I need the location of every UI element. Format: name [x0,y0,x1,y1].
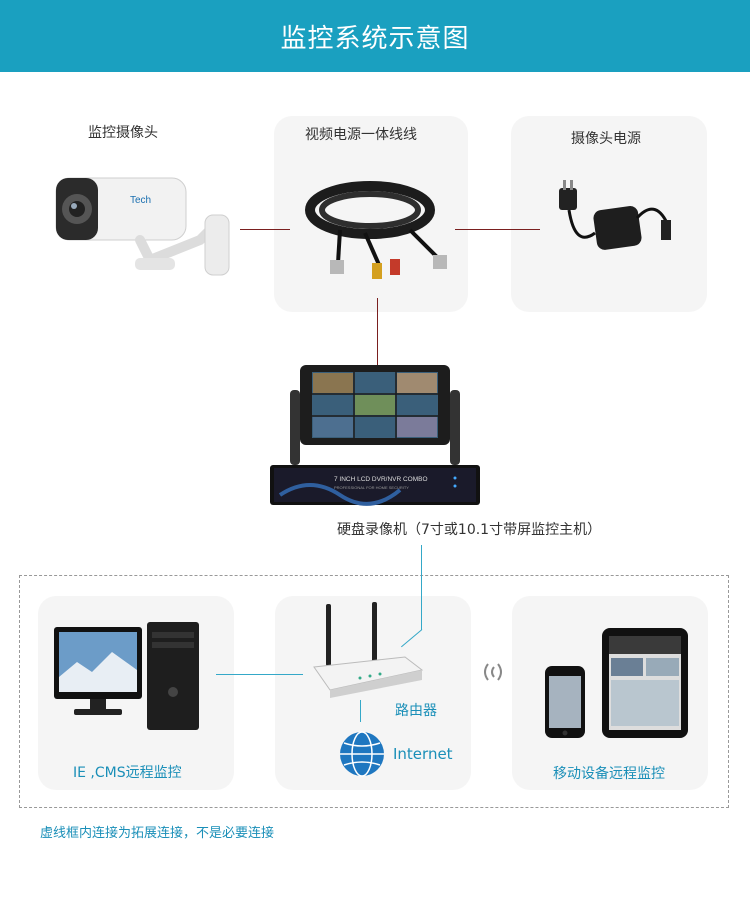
power-adapter-image [559,180,671,250]
dvr-sub-text: PROFESSIONAL FOR HOME SECURITY [334,485,409,490]
dvr-model-text: 7 INCH LCD DVR/NVR COMBO [334,476,428,483]
power-label: 摄像头电源 [571,131,641,147]
header-banner: 监控系统示意图 [0,0,750,72]
mobile-label: 移动设备远程监控 [553,766,665,782]
camera-image: Tech [55,177,230,276]
pc-label: IE ,CMS远程监控 [73,765,182,781]
wifi-signal-icon [484,663,502,681]
connector-camera-cable [240,229,290,230]
page-title: 监控系统示意图 [280,23,470,54]
cable-image [305,181,447,279]
internet-label: Internet [393,745,453,763]
camera-brand: Tech [130,195,151,206]
connector-pc-router [216,674,303,675]
dvr-label: 硬盘录像机（7寸或10.1寸带屏监控主机） [337,522,602,538]
pc-image [54,622,199,730]
note-text: 虚线框内连接为拓展连接，不是必要连接 [40,826,275,841]
connector-cable-dvr [377,298,378,373]
dvr-image: 7 INCH LCD DVR/NVR COMBO PROFESSIONAL FO… [270,365,480,506]
camera-label: 监控摄像头 [88,125,158,141]
globe-image [340,731,384,777]
cable-label: 视频电源一体线线 [305,127,417,143]
router-label: 路由器 [395,703,437,719]
connector-dvr-router [421,545,422,630]
connector-cable-power [455,229,540,230]
expansion-boundary [19,575,729,808]
connector-router-internet [360,700,361,722]
router-image [313,602,424,698]
mobile-devices-image [545,628,688,738]
